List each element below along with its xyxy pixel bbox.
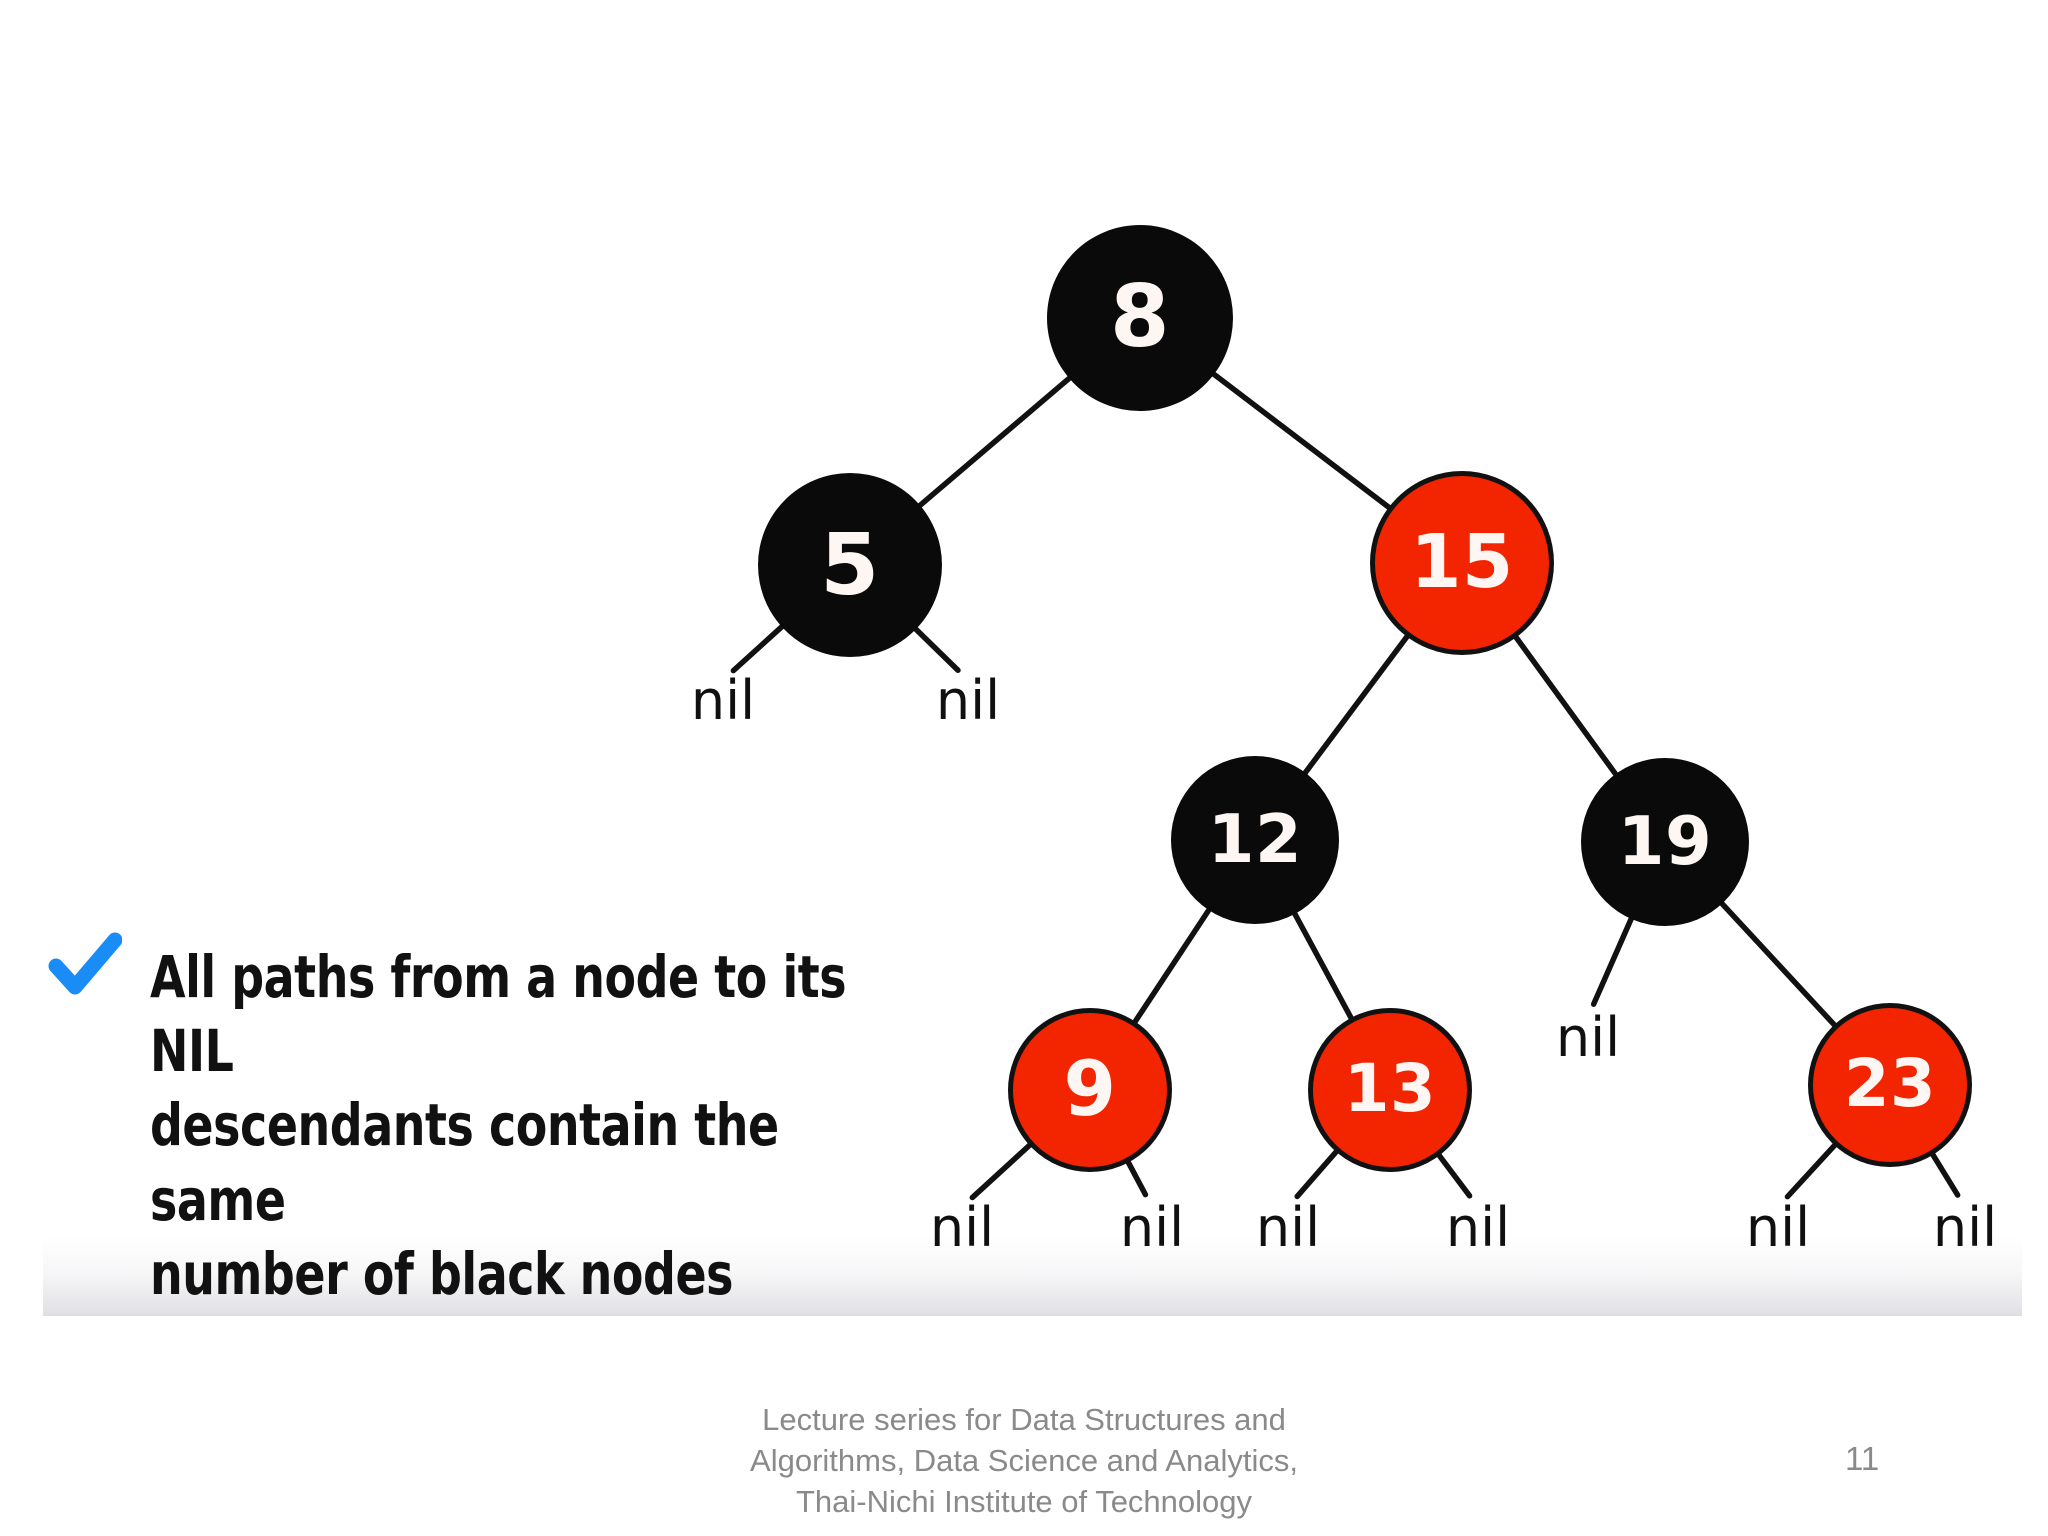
tree-node-8: 8 (1047, 225, 1233, 411)
tree-node-5: 5 (758, 473, 942, 657)
tree-edge (969, 1138, 1037, 1201)
page-number: 11 (1845, 1440, 1880, 1477)
tree-node-13: 13 (1308, 1008, 1472, 1172)
nil-leaf-label: nil (690, 669, 756, 732)
tree-edge (1715, 896, 1840, 1031)
tree-edge (1130, 902, 1215, 1028)
blue-check-icon (48, 932, 122, 995)
nil-leaf-label: nil (935, 669, 1001, 732)
footer-line-2: Thai-Nichi Institute of Technology (795, 1483, 1253, 1519)
nil-leaf-label: nil (1119, 1196, 1185, 1259)
tree-edge (914, 371, 1077, 511)
tree-edge (1289, 905, 1356, 1025)
tree-node-19: 19 (1581, 758, 1749, 926)
tree-edge (1122, 1154, 1149, 1198)
tree-edge (908, 622, 961, 673)
footer-line-1: Algorithms, Data Science and Analytics, (750, 1442, 1298, 1478)
nil-leaf-label: nil (1932, 1196, 1998, 1259)
tree-edge (1432, 1147, 1473, 1199)
nil-leaf-label: nil (1745, 1196, 1811, 1259)
tree-edge (1927, 1146, 1961, 1198)
tree-edge (730, 619, 790, 674)
tree-edge (1509, 629, 1621, 781)
bullet-line-2: number of black nodes (150, 1239, 734, 1308)
bullet-line-1: descendants contain the same (150, 1091, 779, 1234)
tree-edge (1294, 1144, 1343, 1200)
bullet-line-0: All paths from a node to its NIL (150, 943, 847, 1086)
nil-leaf-label: nil (1555, 1006, 1621, 1069)
nil-leaf-label: nil (1445, 1196, 1511, 1259)
tree-node-23: 23 (1808, 1003, 1972, 1167)
footer-line-0: Lecture series for Data Structures and (762, 1402, 1286, 1437)
tree-edge (1784, 1138, 1842, 1200)
tree-edge (1206, 367, 1395, 513)
tree-node-12: 12 (1171, 756, 1339, 924)
tree-node-9: 9 (1008, 1008, 1172, 1172)
tree-edge (1590, 910, 1637, 1007)
nil-leaf-label: nil (1255, 1196, 1321, 1259)
tree-node-15: 15 (1370, 471, 1554, 655)
nil-leaf-label: nil (929, 1196, 995, 1259)
tree-edge (1300, 629, 1414, 779)
